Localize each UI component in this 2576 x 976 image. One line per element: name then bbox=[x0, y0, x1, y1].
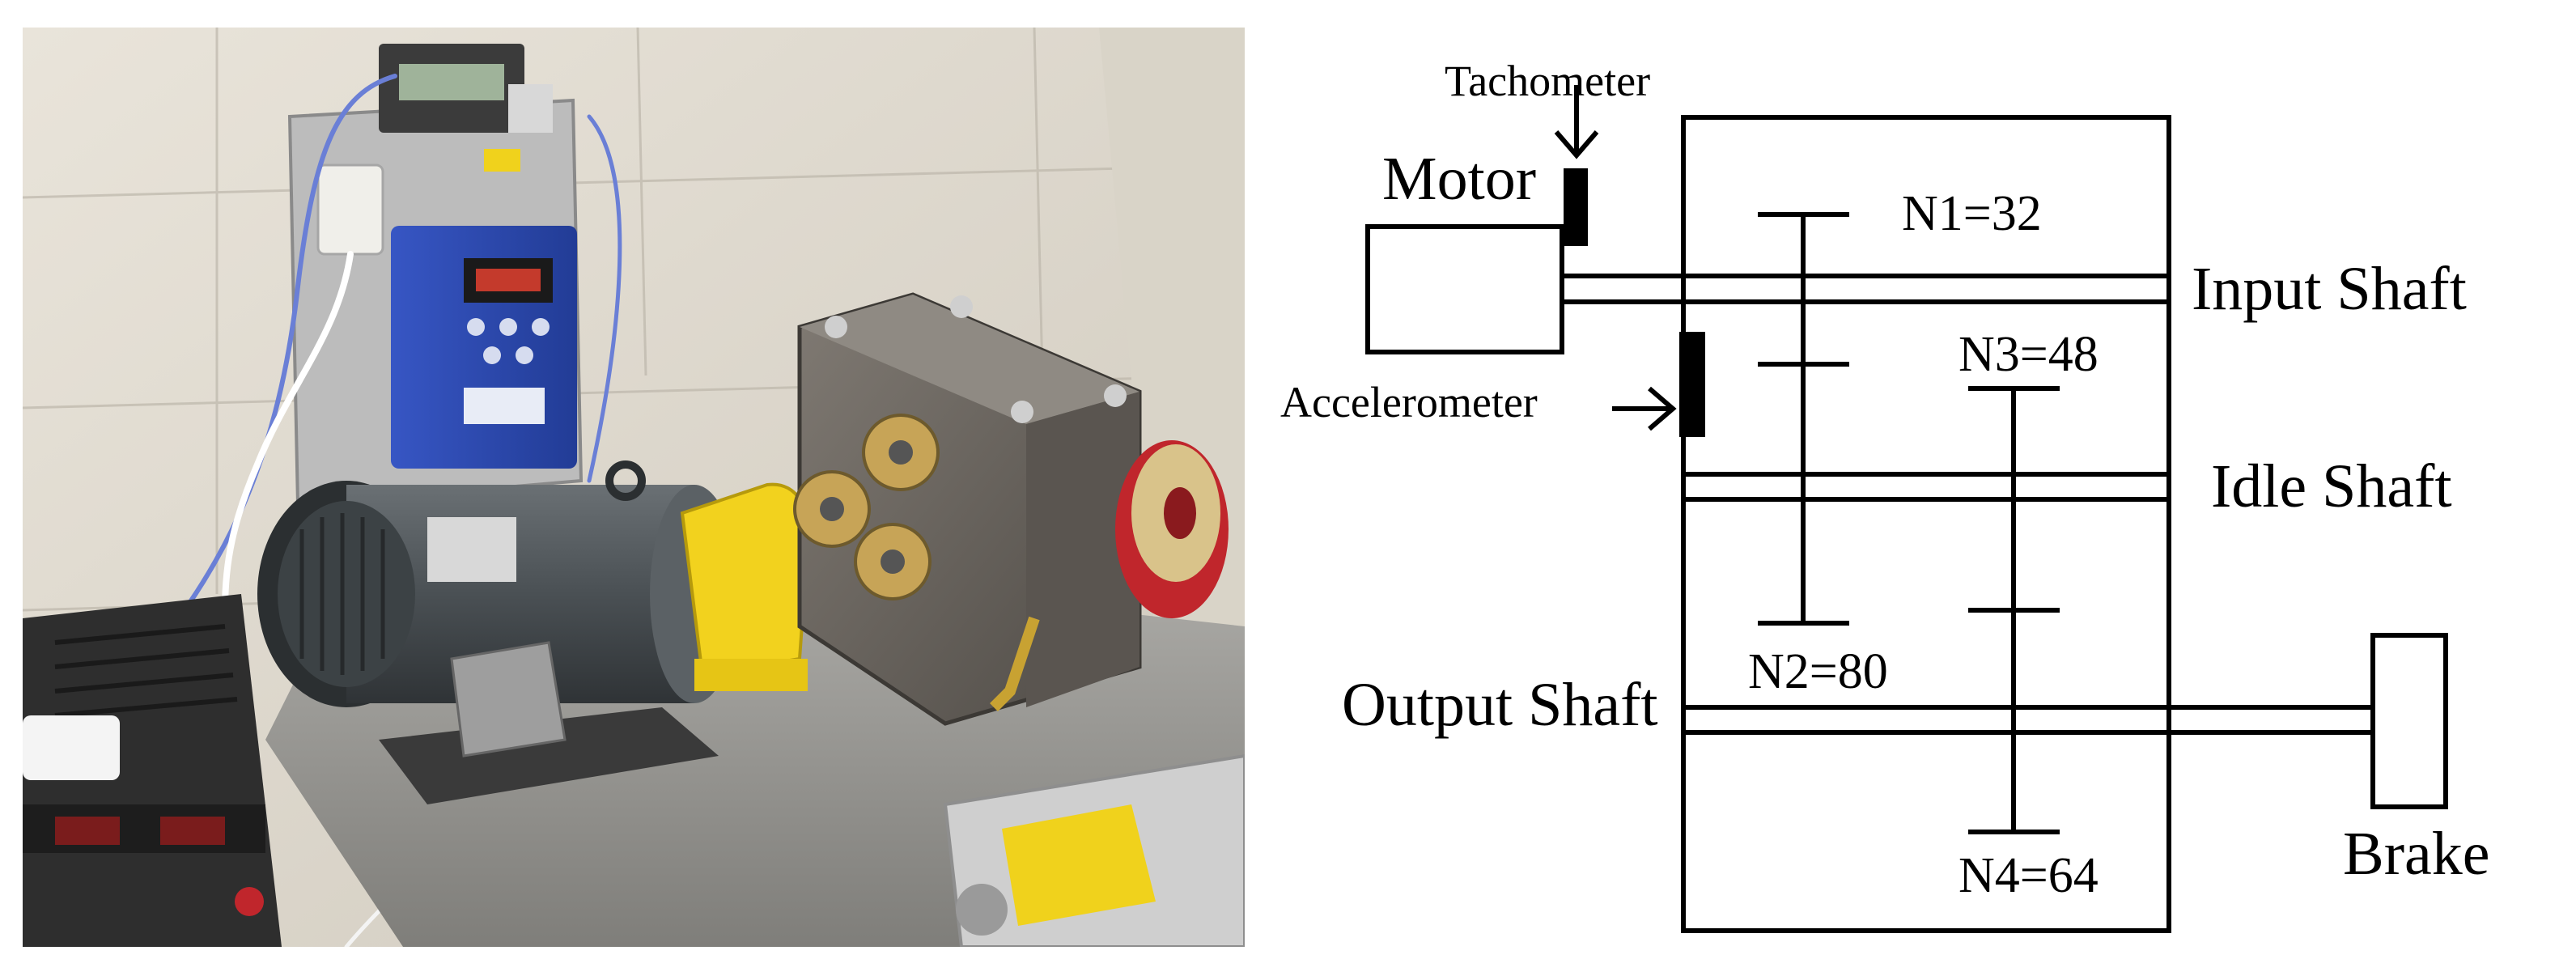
brake-unit bbox=[1115, 440, 1229, 618]
test-rig-photo bbox=[23, 28, 1245, 947]
gear-n3-label: N3=48 bbox=[1959, 327, 2099, 382]
brake-block bbox=[2370, 633, 2448, 809]
gear-n2-label: N2=80 bbox=[1748, 644, 1888, 699]
coupling-guard bbox=[680, 482, 810, 691]
accelerometer-arrow-icon bbox=[1612, 386, 1677, 431]
motor-label: Motor bbox=[1382, 145, 1536, 213]
idle-shaft bbox=[1683, 472, 2169, 502]
tachometer-sensor bbox=[1564, 168, 1588, 246]
gearbox-housing bbox=[1681, 115, 2171, 933]
brake-label: Brake bbox=[2343, 820, 2489, 888]
gearbox-schematic: Tachometer Motor Accelerometer Input Sha… bbox=[1263, 0, 2576, 976]
gear-n4-label: N4=64 bbox=[1959, 848, 2099, 903]
motor-block bbox=[1365, 224, 1564, 354]
accelerometer-sensor bbox=[1679, 332, 1705, 437]
input-shaft-label: Input Shaft bbox=[2192, 255, 2467, 323]
gearbox bbox=[793, 292, 1142, 726]
accelerometer-label: Accelerometer bbox=[1280, 378, 1538, 426]
test-rig-photo-drawing bbox=[23, 28, 1245, 947]
gearbox-schematic-drawing: Tachometer Motor Accelerometer Input Sha… bbox=[1280, 57, 2489, 933]
output-shaft bbox=[1683, 705, 2373, 735]
output-shaft-label: Output Shaft bbox=[1342, 671, 1658, 739]
controller-box bbox=[943, 753, 1245, 947]
input-shaft bbox=[1562, 274, 2169, 304]
gear-n1-label: N1=32 bbox=[1902, 186, 2042, 241]
tachometer-arrow-icon bbox=[1554, 85, 1599, 159]
tachometer-label: Tachometer bbox=[1445, 57, 1650, 105]
power-supply bbox=[23, 594, 282, 947]
idle-shaft-label: Idle Shaft bbox=[2211, 452, 2452, 520]
outlet-box bbox=[316, 163, 384, 256]
